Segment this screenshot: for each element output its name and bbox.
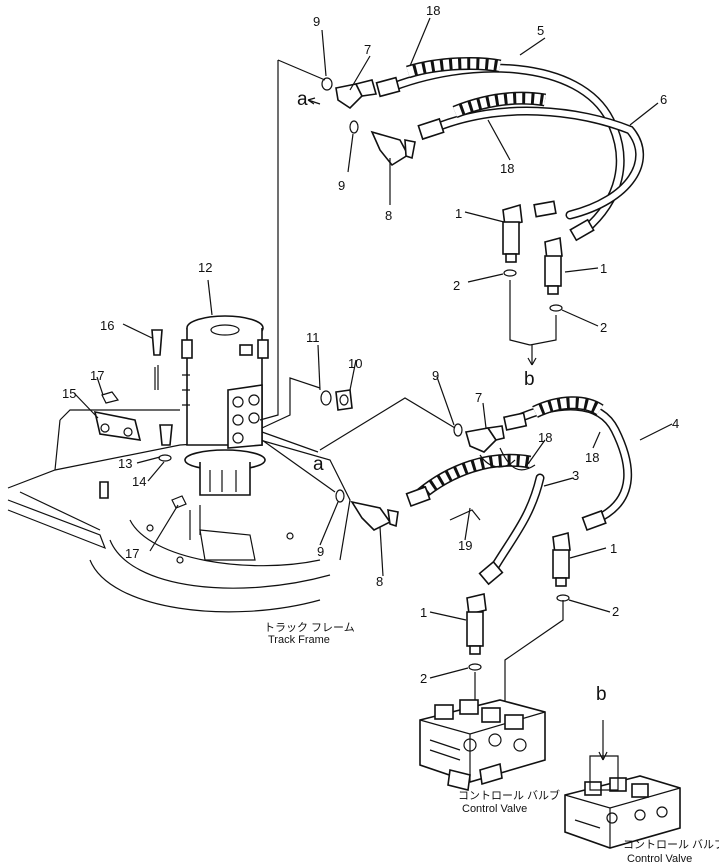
callout-9: 9 [432,368,439,383]
callout-14: 14 [132,474,146,489]
callout-1: 1 [600,261,607,276]
upper-check-valves [502,203,563,312]
control-valve-caption-jp-2: コントロール バルブ [623,837,719,851]
control-valve-caption-en: Control Valve [462,803,527,815]
callout-11: 11 [306,330,320,345]
callout-5: 5 [537,23,544,38]
control-valve-main [419,699,546,791]
callout-2: 2 [612,604,619,619]
ref-b: b [596,684,607,705]
mounting-bracket [93,329,187,509]
callout-4: 4 [672,416,679,431]
callout-labels: 9 7 18 5 6 9 8 18 1 1 2 2 12 16 11 10 17… [62,3,679,686]
callout-1: 1 [610,541,617,556]
callout-16: 16 [100,318,114,333]
leader-lines [73,17,673,679]
control-valve-detail [564,755,681,849]
captions: トラック フレーム Track Frame コントロール バルブ Control… [264,621,719,865]
ref-a: a [297,89,308,110]
track-frame-caption-en: Track Frame [268,634,330,646]
upper-fittings [321,77,416,167]
callout-17: 17 [125,546,139,561]
callout-18: 18 [500,161,514,176]
callout-15: 15 [62,386,76,401]
plug-and-oring [320,389,353,411]
callout-2: 2 [453,278,460,293]
callout-10: 10 [348,356,362,371]
track-frame-caption-jp: トラック フレーム [264,621,355,634]
reference-letters: a a b b [297,89,607,705]
callout-12: 12 [198,260,212,275]
callout-3: 3 [572,468,579,483]
swivel-joint [181,315,269,496]
lower-hoses [405,396,633,586]
callout-9: 9 [338,178,345,193]
callout-2: 2 [600,320,607,335]
callout-19: 19 [458,538,472,553]
callout-18: 18 [538,430,552,445]
callout-13: 13 [118,456,132,471]
ref-b: b [524,369,535,390]
callout-18: 18 [585,450,599,465]
callout-7: 7 [475,390,482,405]
callout-9: 9 [317,544,324,559]
callout-1: 1 [455,206,462,221]
callout-7: 7 [364,42,371,57]
callout-17: 17 [90,368,104,383]
lower-fittings [335,423,505,531]
ref-a: a [313,454,324,475]
lower-check-valves [466,531,571,671]
upper-hoses [375,57,645,242]
control-valve-caption-jp: コントロール バルブ [458,788,560,802]
callout-2: 2 [420,671,427,686]
callout-8: 8 [385,208,392,223]
control-valve-caption-en-2: Control Valve [627,853,692,865]
callout-8: 8 [376,574,383,589]
track-frame [7,409,351,613]
callout-6: 6 [660,92,667,107]
callout-18: 18 [426,3,440,18]
callout-9: 9 [313,14,320,29]
callout-1: 1 [420,605,427,620]
